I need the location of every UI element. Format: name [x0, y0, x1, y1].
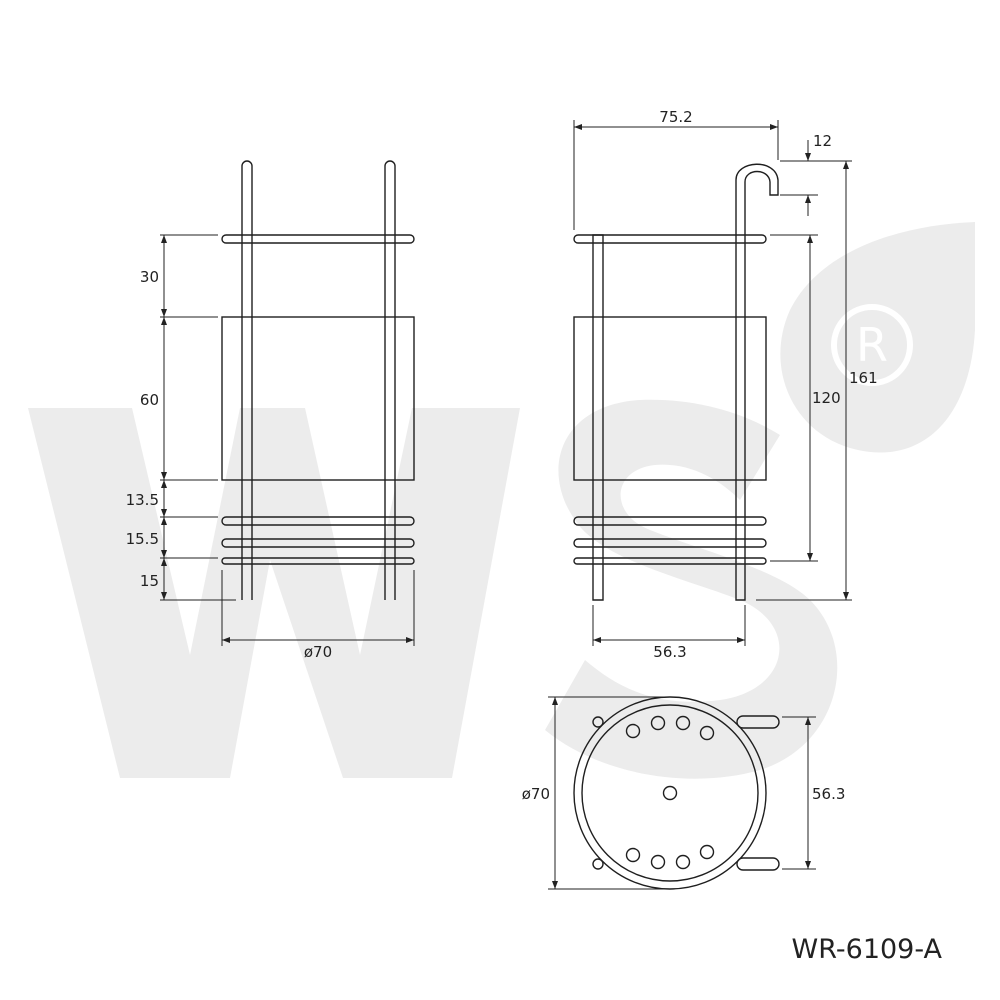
- side-dim-inner-height: 120: [812, 389, 841, 407]
- side-ring-1: [573, 516, 767, 526]
- top-diameter-dimension: [548, 696, 664, 890]
- top-outer-ring: [573, 696, 767, 890]
- front-dim-60: 60: [140, 391, 159, 409]
- top-holes: [592, 715, 715, 870]
- side-dim-top-width: 75.2: [659, 108, 692, 126]
- svg-text:R: R: [856, 318, 888, 372]
- side-top-ring: [573, 234, 767, 244]
- front-ring-1: [221, 516, 415, 526]
- top-hook-upper: [736, 715, 780, 729]
- side-dim-total-height: 161: [849, 369, 878, 387]
- side-panel: [573, 316, 767, 481]
- watermark-letter-w: [28, 408, 520, 778]
- top-dim-span: 56.3: [812, 785, 845, 803]
- front-top-ring: [221, 234, 415, 244]
- model-number: WR-6109-A: [792, 934, 943, 965]
- side-base-width-dimension: [592, 605, 746, 646]
- front-dim-15-5: 15.5: [126, 530, 159, 548]
- top-inner-ring: [581, 704, 759, 882]
- front-panel: [221, 316, 415, 481]
- front-rod-right: [384, 160, 396, 600]
- top-span-dimension: [782, 716, 816, 870]
- front-dim-13-5: 13.5: [126, 491, 159, 509]
- front-width-dimension: [221, 570, 415, 646]
- front-dim-width: ø70: [304, 643, 332, 661]
- watermark-leaf: [780, 222, 975, 453]
- side-dim-base-width: 56.3: [653, 643, 686, 661]
- side-ring-3: [573, 557, 767, 565]
- side-view: 75.2 12 120 161: [573, 108, 878, 661]
- side-hook-dimension: [780, 140, 818, 216]
- front-rod-left: [241, 160, 253, 600]
- side-total-height-dimension: [756, 160, 852, 601]
- side-top-width-dimension: [573, 120, 779, 230]
- front-dim-30: 30: [140, 268, 159, 286]
- side-ring-2: [573, 538, 767, 548]
- side-dim-hook: 12: [813, 132, 832, 150]
- registered-mark-icon: R: [831, 304, 913, 386]
- side-inner-height-dimension: [770, 234, 818, 562]
- watermark-letter-s: [545, 399, 838, 779]
- front-view: 30 60 13.5 15.5 15 ø70: [126, 160, 415, 661]
- top-dim-diameter: ø70: [522, 785, 550, 803]
- front-dim-15: 15: [140, 572, 159, 590]
- side-rod-hook: [735, 163, 779, 601]
- front-ring-2: [221, 538, 415, 548]
- top-view: ø70 56.3: [522, 696, 845, 890]
- ws-logo-watermark: R: [28, 222, 975, 779]
- front-vertical-dimensions: [160, 234, 236, 601]
- front-ring-3: [221, 557, 415, 565]
- top-hook-lower: [736, 857, 780, 871]
